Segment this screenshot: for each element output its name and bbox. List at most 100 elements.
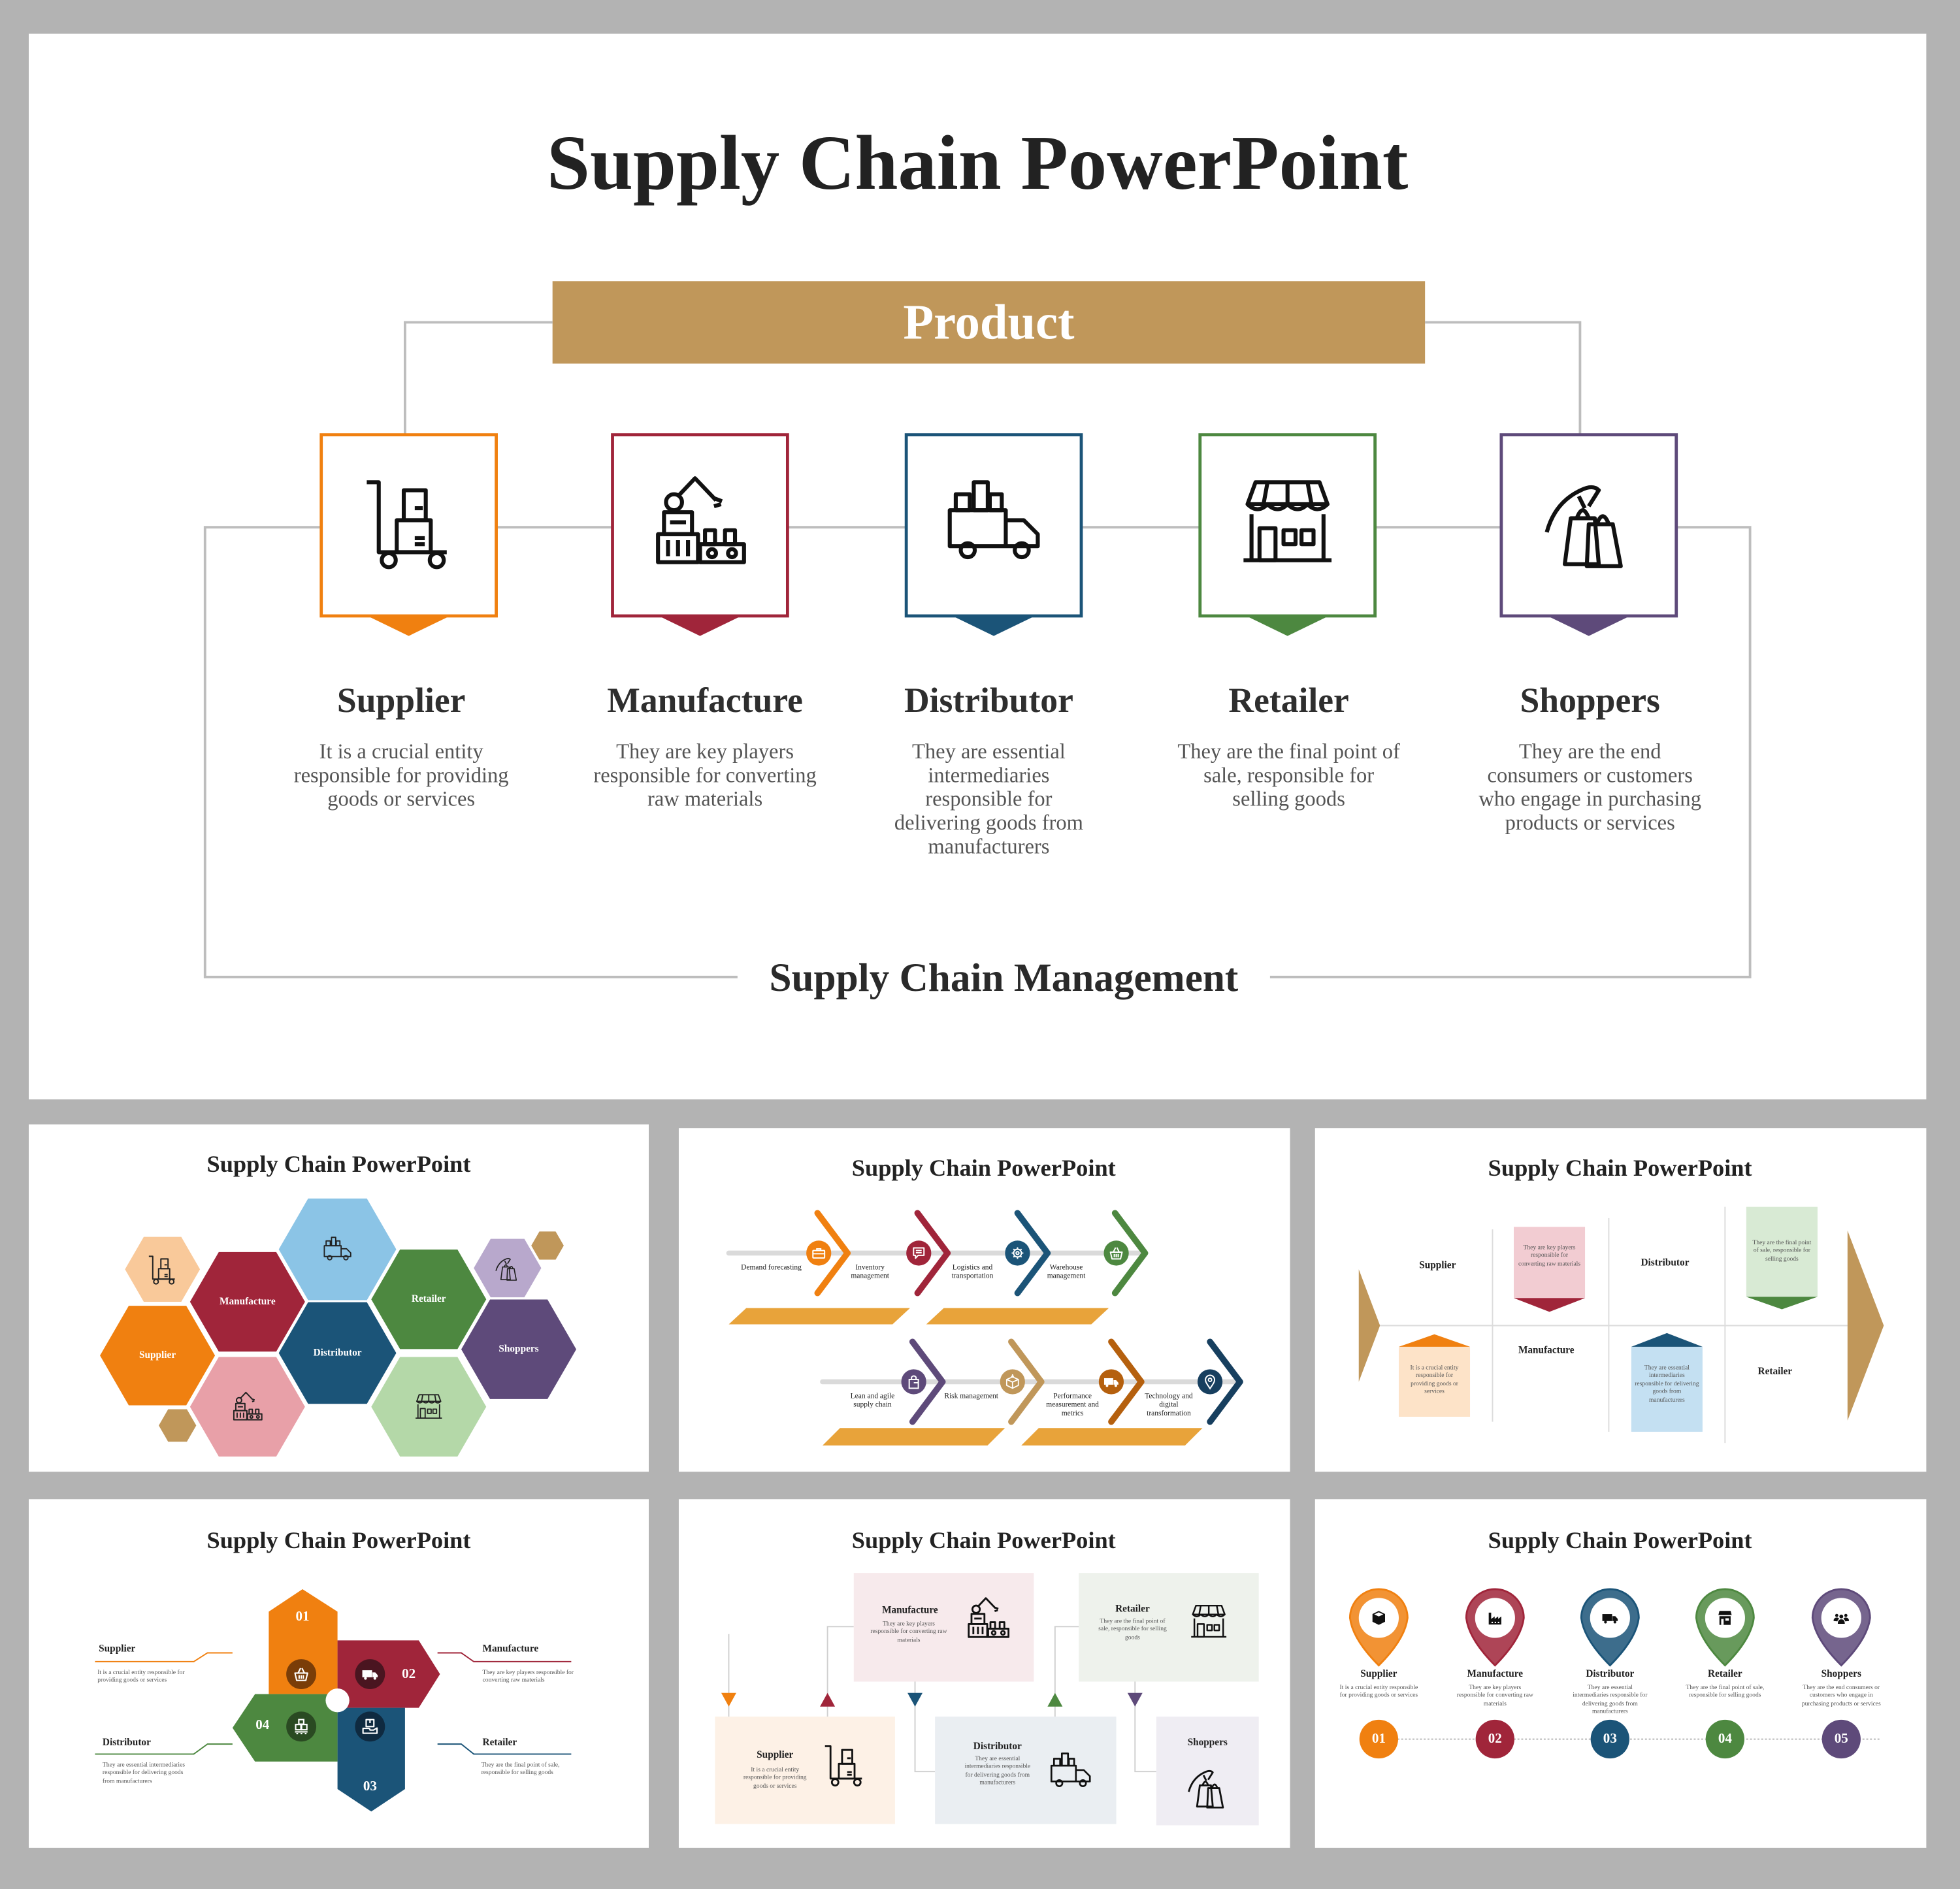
step-number: 01 [295, 1609, 310, 1624]
fishbone-description: It is a crucial entity responsible for p… [1410, 1365, 1459, 1396]
cross-description: They are the final point of sale, respon… [481, 1762, 560, 1777]
pin-label: Distributor [1586, 1668, 1635, 1679]
chevron-arrow [1008, 1338, 1045, 1425]
fishbone-label: Manufacture [1518, 1344, 1575, 1356]
tail-triangle [1358, 1269, 1380, 1382]
thumbnail-title: Supply Chain PowerPoint [206, 1152, 471, 1178]
connector-line [826, 1626, 854, 1717]
note-triangle [1631, 1332, 1703, 1347]
connector-line [1054, 1626, 1079, 1717]
main-title: Supply Chain PowerPoint [547, 121, 1409, 206]
parallelogram-bar [1021, 1428, 1203, 1445]
step-icon-circle [901, 1369, 926, 1395]
step-label: Technology and digital transformation [1145, 1393, 1193, 1418]
hexagon-label: Retailer [411, 1293, 446, 1304]
leader-line [437, 1652, 572, 1662]
thumbnail-chevron-slide[interactable] [678, 1128, 1290, 1472]
pin-description: They are essential intermediaries respon… [1573, 1685, 1648, 1716]
step-label: Performance measurement and metrics [1046, 1393, 1099, 1418]
distributor-card [935, 1717, 1117, 1824]
retailer-note [1746, 1206, 1818, 1297]
hexagon [278, 1198, 397, 1300]
pointer-triangle [659, 615, 742, 636]
triangle-up [1047, 1692, 1063, 1707]
card-title: Retailer [1115, 1602, 1150, 1615]
card-description: It is a crucial entity responsible for p… [743, 1768, 807, 1790]
card-title: Manufacture [882, 1604, 938, 1616]
center-circle [325, 1688, 350, 1713]
thumbnail-pins-slide[interactable] [1315, 1499, 1927, 1848]
chevron-arrow [1111, 1210, 1149, 1297]
card-description: They are the final point of sale, respon… [1098, 1619, 1167, 1641]
cross-label: Retailer [482, 1736, 517, 1748]
pin-description: They are the end consumers or customers … [1801, 1685, 1881, 1708]
pin-description: They are key players responsible for con… [1456, 1685, 1533, 1708]
stage-name: Retailer [1228, 682, 1349, 721]
chevron-arrow [1108, 1338, 1145, 1425]
pointer-triangle [367, 615, 450, 636]
hexagon-supplier [100, 1306, 216, 1406]
leader-line [95, 1652, 233, 1662]
hexagon [371, 1357, 487, 1457]
triangle-down [1127, 1692, 1143, 1707]
hexagon-label: Shoppers [498, 1343, 539, 1355]
cross-label: Manufacture [482, 1643, 539, 1655]
cross-label: Supplier [99, 1643, 136, 1655]
supplier-note [1398, 1346, 1471, 1417]
number-circle [1821, 1719, 1861, 1759]
product-label: Product [903, 293, 1075, 350]
stage-description: It is a crucial entity responsible for p… [293, 739, 509, 811]
head-arrow [1847, 1231, 1884, 1421]
arrow-right-02 [337, 1640, 440, 1708]
hexagon-distributor [278, 1302, 397, 1404]
hexagon-manufacture [189, 1251, 305, 1352]
note-triangle [1514, 1298, 1586, 1312]
card-title: Distributor [973, 1740, 1022, 1752]
pin-description: It is a crucial entity responsible for p… [1339, 1685, 1418, 1700]
bracket-line [1269, 526, 1752, 978]
parallelogram-bar [728, 1308, 910, 1325]
arrow-left-04 [232, 1694, 338, 1762]
bracket-line [203, 526, 738, 978]
parallelogram-bar [926, 1308, 1109, 1325]
thumbnail-title: Supply Chain PowerPoint [851, 1155, 1116, 1182]
stage-name: Manufacture [607, 682, 803, 721]
number-circle [1705, 1719, 1745, 1759]
chevron-arrow [1014, 1210, 1051, 1297]
step-number: 02 [402, 1666, 416, 1682]
step-number: 03 [363, 1779, 377, 1794]
hexagon-shoppers [461, 1299, 577, 1399]
thumbnail-title: Supply Chain PowerPoint [851, 1528, 1116, 1555]
card-title: Supplier [757, 1749, 794, 1760]
chevron-arrow [1207, 1338, 1243, 1425]
pointer-triangle [1246, 615, 1329, 636]
arrow-up-01 [269, 1589, 338, 1694]
fishbone-label: Distributor [1641, 1257, 1690, 1268]
icon-circle [286, 1659, 317, 1689]
fishbone-description: They are key players responsible for con… [1518, 1245, 1581, 1268]
thumbnail-title: Supply Chain PowerPoint [1488, 1528, 1752, 1555]
number-circle [1590, 1719, 1629, 1759]
stage-description: They are essential intermediaries respon… [894, 739, 1083, 859]
step-label: Demand forecasting [741, 1264, 802, 1272]
step-icon-circle [1103, 1240, 1129, 1266]
step-label: Inventory management [851, 1264, 889, 1281]
hexagon [531, 1231, 564, 1260]
product-bar [552, 281, 1426, 364]
step-label: Logistics and transportation [951, 1264, 994, 1281]
arrow-down-03 [337, 1707, 405, 1812]
distributor-note [1631, 1346, 1703, 1432]
connector-line [1134, 1681, 1156, 1773]
pin-label: Manufacture [1467, 1668, 1524, 1679]
stage-box-manufacture [611, 433, 789, 618]
thumbnail-title: Supply Chain PowerPoint [1488, 1155, 1752, 1182]
stage-box-supplier [319, 433, 498, 618]
stage-description: They are the final point of sale, respon… [1177, 739, 1400, 811]
connector-line [403, 321, 553, 435]
pin-description: They are the final point of sale, respon… [1686, 1685, 1765, 1700]
stage-name: Distributor [904, 682, 1073, 721]
fishbone-description: They are essential intermediaries respon… [1635, 1365, 1699, 1404]
pin-number: 01 [1371, 1732, 1386, 1747]
pointer-triangle [1547, 615, 1630, 636]
